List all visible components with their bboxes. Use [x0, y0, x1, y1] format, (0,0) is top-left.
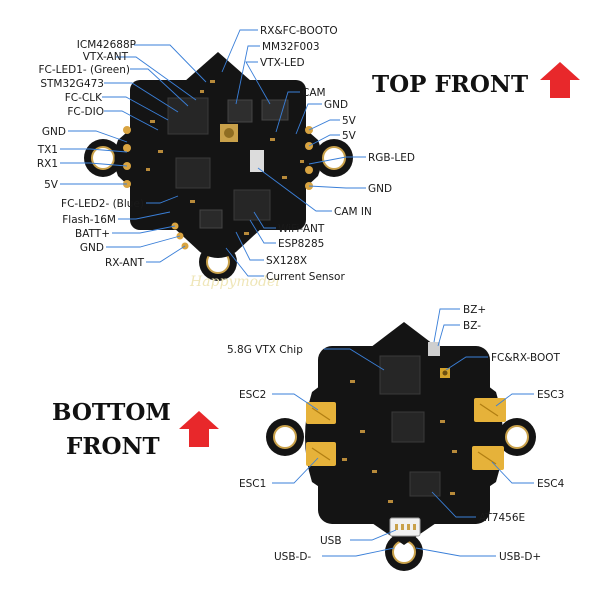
- top-right-leaders: [221, 29, 366, 277]
- label-mm32f003: MM32F003: [262, 41, 320, 53]
- top-front-heading: TOP FRONT: [372, 71, 528, 98]
- label-cam-in: CAM IN: [334, 206, 372, 218]
- bottom-front-heading-line1: BOTTOM: [52, 399, 171, 426]
- usb-connector: [389, 517, 421, 537]
- bottom-board-mount-right: [498, 418, 536, 456]
- label-tx1: TX1: [37, 144, 58, 156]
- label-rx-fc-boot: RX&FC-BOOTO: [260, 25, 338, 37]
- label-rx-ant: RX-ANT: [105, 257, 145, 269]
- label-usb-d-minus: USB-D-: [274, 551, 311, 563]
- esp-chip: [233, 189, 271, 221]
- label-fc-led2: FC-LED2- (Blue): [61, 198, 144, 210]
- label-current-sensor: Current Sensor: [266, 271, 345, 283]
- top-left-labels: ICM42688P VTX-ANT FC-LED1- (Green) STM32…: [37, 39, 145, 269]
- label-fc-clk: FC-CLK: [65, 92, 103, 104]
- bottom-board: [266, 322, 536, 571]
- buzzer-pads: [428, 342, 440, 356]
- label-gnd-left-1: GND: [42, 126, 66, 138]
- bottom-leaders: [272, 308, 534, 557]
- label-5v-left: 5V: [44, 179, 59, 191]
- label-vtx-led: VTX-LED: [260, 57, 305, 69]
- cam-in-connector: [250, 150, 264, 172]
- label-5v-right-2: 5V: [342, 130, 357, 142]
- bottom-front-heading-line2: FRONT: [66, 433, 160, 460]
- label-flash: Flash-16M: [62, 214, 116, 226]
- label-esc2: ESC2: [239, 389, 266, 401]
- label-fc-rx-boot: FC&RX-BOOT: [491, 352, 560, 364]
- label-at7456e: AT7456E: [479, 512, 525, 524]
- label-esc4: ESC4: [537, 478, 565, 490]
- label-fc-dio: FC-DIO: [67, 106, 104, 118]
- label-vtx-chip: 5.8G VTX Chip: [227, 344, 303, 356]
- top-front-arrow-icon: [540, 62, 580, 98]
- label-usb: USB: [320, 535, 342, 547]
- label-gnd-left-2: GND: [80, 242, 104, 254]
- top-board-mount-right: [315, 139, 353, 177]
- label-esc3: ESC3: [537, 389, 564, 401]
- label-icm42688p: ICM42688P: [77, 39, 136, 51]
- bottom-labels: BZ+ BZ- 5.8G VTX Chip FC&RX-BOOT ESC2 ES…: [227, 304, 565, 563]
- top-board-mount-left: [84, 139, 122, 177]
- label-bz-minus: BZ-: [463, 320, 481, 332]
- label-5v-right-1: 5V: [342, 115, 357, 127]
- mm32-chip: [227, 99, 253, 123]
- top-left-leaders: [60, 44, 207, 263]
- label-usb-d-plus: USB-D+: [499, 551, 541, 563]
- label-bz-plus: BZ+: [463, 304, 486, 316]
- label-gnd-right-2: GND: [368, 183, 392, 195]
- label-rx1: RX1: [37, 158, 58, 170]
- at7456e-chip: [409, 471, 441, 497]
- bottom-front-arrow-icon: [179, 411, 219, 447]
- label-esc1: ESC1: [239, 478, 266, 490]
- label-cam: CAM: [302, 87, 326, 99]
- label-fc-led1: FC-LED1- (Green): [38, 64, 130, 76]
- label-vtx-ant: VTX-ANT: [83, 51, 129, 63]
- bottom-board-mount-left: [266, 418, 304, 456]
- flash-chip: [175, 157, 211, 189]
- label-gnd-right-1: GND: [324, 99, 348, 111]
- vtx-chip-top: [261, 99, 289, 121]
- vtx-chip: [379, 355, 421, 395]
- label-esp8285: ESP8285: [278, 238, 324, 250]
- label-stm32g473: STM32G473: [40, 78, 104, 90]
- label-sx128x: SX128X: [266, 255, 307, 267]
- label-wifi-ant: WiFi-ANT: [278, 223, 325, 235]
- stm32-chip: [167, 97, 209, 135]
- mcu-chip-bottom: [391, 411, 425, 443]
- label-rgb-led: RGB-LED: [368, 152, 415, 164]
- top-right-labels: RX&FC-BOOTO MM32F003 VTX-LED CAM GND 5V …: [260, 25, 415, 283]
- top-watermark: Happymodel: [189, 274, 280, 290]
- label-batt: BATT+: [75, 228, 110, 240]
